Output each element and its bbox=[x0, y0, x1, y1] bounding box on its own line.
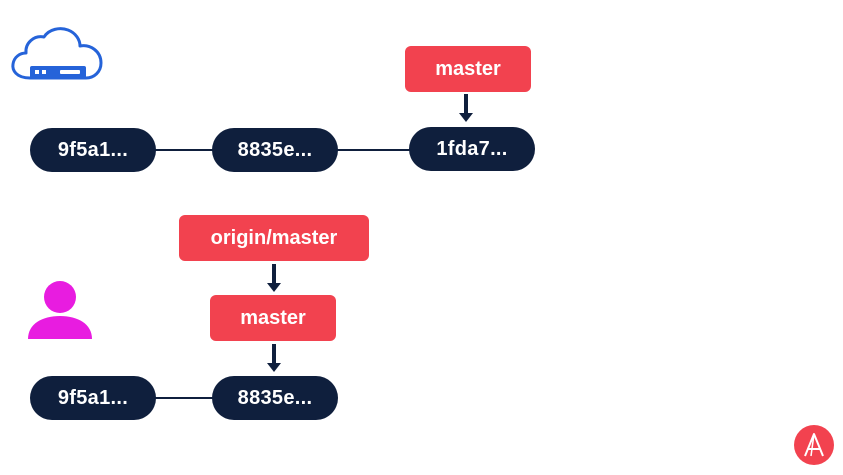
user-icon bbox=[28, 281, 92, 339]
origin-master-arrow bbox=[267, 264, 281, 292]
local-commit-8835e: 8835e... bbox=[212, 376, 338, 420]
remote-commit-8835e: 8835e... bbox=[212, 128, 338, 172]
remote-commit-9f5a1: 9f5a1... bbox=[30, 128, 156, 172]
remote-link-1-2 bbox=[150, 149, 220, 151]
remote-master-arrow bbox=[459, 94, 473, 122]
cloud-server-icon bbox=[11, 27, 103, 80]
local-master-branch: master bbox=[210, 295, 336, 341]
local-link-1-2 bbox=[150, 397, 220, 399]
remote-link-2-3 bbox=[333, 149, 417, 151]
local-commit-9f5a1: 9f5a1... bbox=[30, 376, 156, 420]
remote-commit-1fda7: 1fda7... bbox=[409, 127, 535, 171]
remote-master-branch: master bbox=[405, 46, 531, 92]
local-master-arrow bbox=[267, 344, 281, 372]
academy-logo-icon bbox=[794, 425, 834, 465]
origin-master-ref: origin/master bbox=[179, 215, 369, 261]
